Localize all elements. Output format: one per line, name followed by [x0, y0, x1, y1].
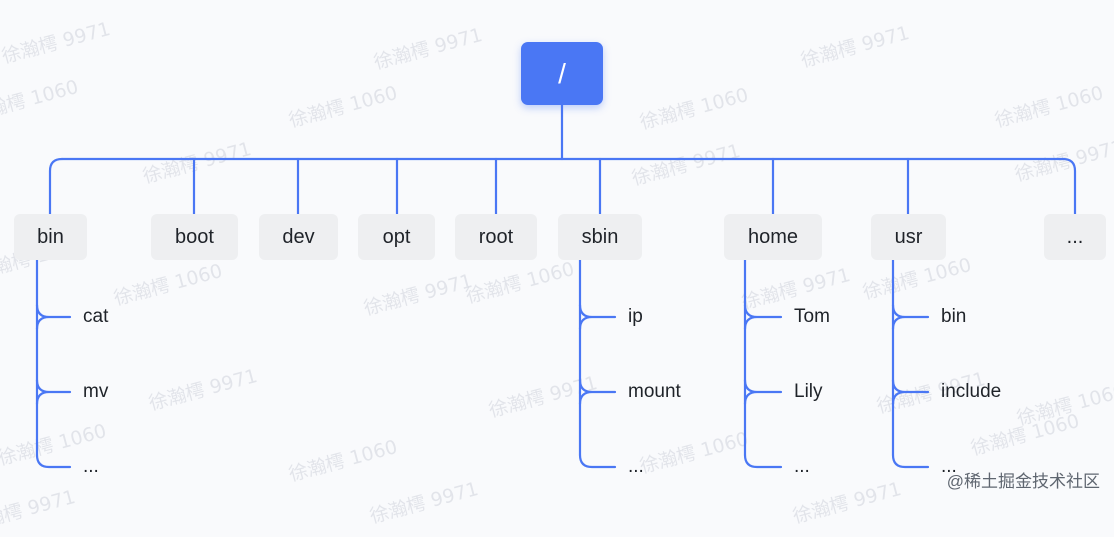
directory-label: bin	[37, 225, 64, 248]
child-connector-usr-0	[891, 303, 930, 331]
directory-label: usr	[894, 225, 923, 248]
subdirectory-item[interactable]: Tom	[794, 306, 830, 327]
subdirectory-item[interactable]: ...	[628, 456, 644, 477]
child-connector-bin-1	[35, 378, 72, 406]
footer-credit: @稀土掘金技术社区	[946, 472, 1100, 491]
child-connector-usr-1	[891, 378, 930, 406]
directory-node-sbin[interactable]: sbin	[558, 214, 642, 260]
child-connector-home-2	[743, 453, 783, 469]
root-directory-label: /	[558, 57, 566, 89]
directory-label: opt	[382, 225, 411, 248]
child-connector-usr-2	[891, 453, 930, 469]
directory-node-usr[interactable]: usr	[871, 214, 946, 260]
directory-label: root	[478, 225, 514, 248]
branch-line-more	[1061, 157, 1077, 216]
subdirectory-item[interactable]: mount	[628, 381, 681, 402]
subdirectory-item[interactable]: mv	[83, 381, 109, 402]
tree-connectors	[35, 102, 1077, 469]
subdirectory-item[interactable]: ...	[83, 456, 99, 477]
directory-node-boot[interactable]: boot	[151, 214, 238, 260]
child-connector-home-0	[743, 303, 783, 331]
child-connector-sbin-2	[578, 453, 617, 469]
child-connector-home-1	[743, 378, 783, 406]
child-connector-sbin-1	[578, 378, 617, 406]
directory-node-bin[interactable]: bin	[14, 214, 87, 260]
directory-node-root[interactable]: root	[455, 214, 537, 260]
directory-label: home	[747, 225, 799, 248]
subdirectory-item[interactable]: ip	[628, 306, 643, 327]
subdirectory-item[interactable]: ...	[794, 456, 810, 477]
directory-node-home[interactable]: home	[724, 214, 822, 260]
directory-label: dev	[282, 225, 315, 248]
directory-node-more[interactable]: ...	[1044, 214, 1106, 260]
directory-node-opt[interactable]: opt	[358, 214, 435, 260]
directory-label: boot	[175, 225, 214, 248]
child-connector-bin-0	[35, 303, 72, 331]
directory-label: sbin	[581, 225, 619, 248]
subdirectory-item[interactable]: include	[941, 381, 1002, 402]
child-connector-bin-2	[35, 453, 72, 469]
subdirectory-item[interactable]: bin	[941, 306, 967, 327]
directory-label: ...	[1066, 225, 1084, 248]
subdirectory-item[interactable]: Lily	[794, 381, 823, 402]
child-connector-sbin-0	[578, 303, 617, 331]
directory-node-dev[interactable]: dev	[259, 214, 338, 260]
subdirectory-item[interactable]: cat	[83, 306, 109, 327]
subdirectory-item[interactable]: ...	[941, 456, 957, 477]
branch-line-bin	[48, 157, 64, 216]
root-directory-node[interactable]: /	[521, 42, 603, 105]
